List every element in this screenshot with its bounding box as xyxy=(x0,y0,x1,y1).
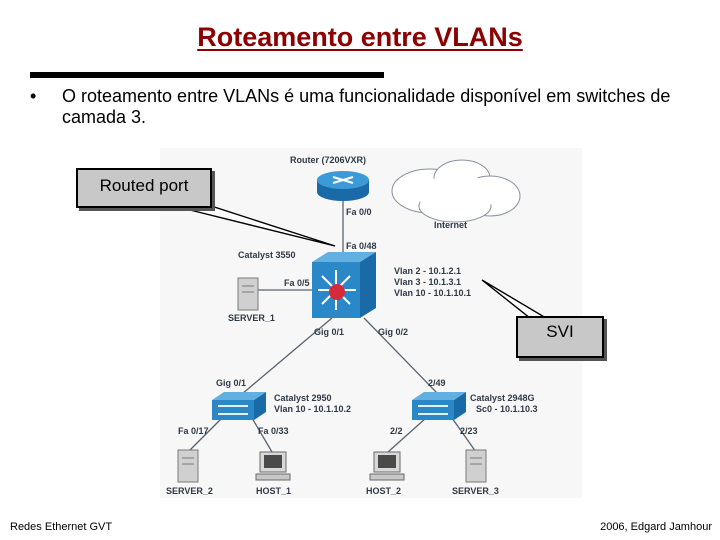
link-catalyst-2950 xyxy=(241,317,333,395)
host1-label: HOST_1 xyxy=(256,486,291,496)
link-2948-host2 xyxy=(387,417,427,453)
host2-icon xyxy=(369,451,405,481)
link-2950-server2 xyxy=(187,417,223,453)
port22-label: 2/2 xyxy=(390,426,403,436)
title-rule xyxy=(30,72,384,78)
fa05-label: Fa 0/5 xyxy=(284,278,310,288)
host1-icon xyxy=(255,451,291,481)
fa048-label: Fa 0/48 xyxy=(346,241,377,251)
router-label: Router (7206VXR) xyxy=(290,155,366,165)
sc0-label: Sc0 - 10.1.10.3 xyxy=(476,404,538,414)
bullet-marker: • xyxy=(30,86,37,106)
server3-label: SERVER_3 xyxy=(452,486,499,496)
catalyst-2948-icon xyxy=(412,392,466,420)
port223-label: 2/23 xyxy=(460,426,478,436)
fa00-label: Fa 0/0 xyxy=(346,207,372,217)
fa017-label: Fa 0/17 xyxy=(178,426,209,436)
bullet-text: O roteamento entre VLANs é uma funcional… xyxy=(62,86,671,127)
gig01-left-label: Gig 0/1 xyxy=(216,378,246,388)
server2-icon xyxy=(177,449,199,483)
vlan10-sw-label: Vlan 10 - 10.1.10.2 xyxy=(274,404,351,414)
slide-title: Roteamento entre VLANs xyxy=(197,22,523,52)
router-icon xyxy=(317,171,369,201)
catalyst3550-label: Catalyst 3550 xyxy=(238,250,296,260)
host2-label: HOST_2 xyxy=(366,486,401,496)
fa033-label: Fa 0/33 xyxy=(258,426,289,436)
catalyst2948-label: Catalyst 2948G xyxy=(470,393,535,403)
gig01-top-label: Gig 0/1 xyxy=(314,327,344,337)
catalyst2950-label: Catalyst 2950 xyxy=(274,393,332,403)
catalyst-3550-icon xyxy=(312,252,376,318)
catalyst-2950-icon xyxy=(212,392,266,420)
vlan10-label: Vlan 10 - 10.1.10.1 xyxy=(394,288,471,298)
routed-port-callout: Routed port xyxy=(76,168,212,208)
server2-label: SERVER_2 xyxy=(166,486,213,496)
vlan2-label: Vlan 2 - 10.1.2.1 xyxy=(394,266,461,276)
port249-label: 2/49 xyxy=(428,378,446,388)
link-2950-host1 xyxy=(251,417,273,453)
link-2948-server3 xyxy=(451,417,477,453)
footer-right: 2006, Edgard Jamhour xyxy=(600,521,712,533)
svi-callout: SVI xyxy=(516,316,604,358)
server1-icon xyxy=(237,277,259,311)
gig02-top-label: Gig 0/2 xyxy=(378,327,408,337)
link-catalyst-2948 xyxy=(363,317,439,395)
footer-left: Redes Ethernet GVT xyxy=(10,521,113,533)
server1-label: SERVER_1 xyxy=(228,313,275,323)
server3-icon xyxy=(465,449,487,483)
vlan3-label: Vlan 3 - 10.1.3.1 xyxy=(394,277,461,287)
internet-label: Internet xyxy=(434,220,467,230)
